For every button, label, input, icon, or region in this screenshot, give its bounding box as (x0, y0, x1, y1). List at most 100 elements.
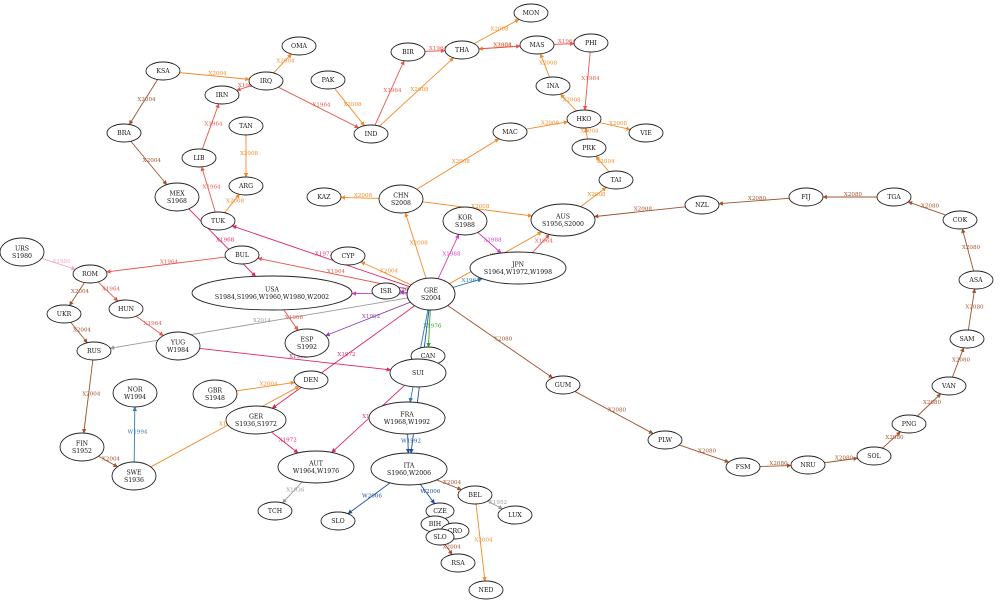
node-ellipse (306, 187, 342, 207)
node-ina: INA (535, 76, 571, 96)
edge-label: X1964 (102, 287, 121, 293)
edge-label: X1964 (160, 260, 179, 266)
edge-label: X2008 (410, 87, 429, 93)
node-ellipse (958, 270, 994, 290)
node-hosting: S2008 (391, 200, 411, 207)
edge-label: X2008 (354, 193, 373, 199)
edge-line (331, 384, 405, 453)
node-hosting: W1968,W1992 (384, 419, 430, 426)
node-prk: PRK (571, 138, 607, 158)
edge-label: W2006 (420, 489, 440, 495)
edge-line (224, 193, 240, 213)
edge-gre-gum: X2080 (447, 305, 554, 379)
node-code: TUK (211, 218, 225, 225)
node-asa: ASA (958, 270, 994, 290)
edge-pak-ind: X2008 (334, 88, 365, 127)
node-code: ESP (301, 336, 314, 343)
edge-slov-rsa: X2004 (443, 544, 461, 555)
edge-line (916, 393, 942, 417)
node-code: TAN (239, 123, 253, 130)
node-code: HUN (118, 306, 135, 313)
node-code: NZL (695, 202, 709, 209)
node-ellipse (942, 210, 978, 230)
edge-label: X2080 (885, 435, 904, 441)
node-ellipse (457, 485, 493, 505)
node-ellipse (257, 501, 293, 521)
edge-line (475, 503, 487, 582)
node-ellipse (535, 76, 571, 96)
edge-label: X2080 (698, 449, 717, 455)
edge-line (179, 72, 250, 82)
edge-line (201, 103, 220, 150)
edge-aut-tch: X1936 (282, 481, 305, 504)
node-code: YUG (170, 339, 185, 346)
node-nru: NRU (790, 455, 826, 475)
node-ellipse (330, 246, 366, 266)
node-hosting: S1936 (124, 477, 144, 484)
edge-label: X2008 (410, 241, 429, 247)
node-ellipse (684, 195, 720, 215)
edge-label: W1994 (128, 430, 148, 436)
node-ellipse (371, 282, 401, 300)
edge-tuk-lib: X1964 (200, 166, 221, 213)
edge-mac-hko: X2008 (526, 120, 569, 130)
edge-label: X2004 (580, 129, 599, 135)
node-code: OMA (291, 43, 307, 50)
edge-bul-rom: X1964 (106, 256, 226, 274)
node-ellipse (647, 430, 683, 450)
edge-tha-mon: X2008 (473, 19, 520, 44)
edge-line (961, 228, 975, 272)
node-ellipse (310, 70, 346, 90)
edge-label: X1964 (493, 43, 512, 49)
node-ellipse (444, 40, 480, 60)
node-code: GRE (424, 287, 439, 294)
edge-tha-mas: X1964 (478, 43, 521, 50)
node-code: KSA (156, 68, 170, 75)
edge-gre-kor: X1988 (437, 234, 461, 279)
edge-label: X2008 (609, 121, 628, 127)
node-code: BIH (429, 521, 442, 528)
edge-line (487, 500, 504, 510)
edge-chn-kaz: X2008 (340, 193, 380, 200)
node-code: IND (365, 131, 378, 138)
node-ellipse (390, 42, 426, 62)
node-code: CAN (421, 353, 436, 360)
edge-label: X2004 (71, 289, 90, 295)
node-lib: LIB (181, 148, 217, 168)
edge-label: X2080 (921, 204, 940, 210)
edge-ksa-irq: X2004 (179, 71, 250, 82)
edge-label: X1968 (285, 315, 304, 321)
edge-line (452, 277, 483, 288)
edge-line (360, 261, 412, 286)
edge-rom-hun: X1964 (97, 281, 121, 302)
edge-line (283, 309, 299, 331)
node-code: PNG (902, 421, 917, 428)
edge-mas-phi: X1964 (553, 39, 577, 47)
node-ellipse (876, 187, 912, 207)
edge-fij-nzl: X2080 (718, 196, 790, 206)
node-hosting: S1984,S1996,W1960,W1980,W2002 (215, 294, 329, 301)
node-code: SAM (959, 336, 975, 343)
node-code: MON (523, 10, 540, 17)
node-bel: BEL (457, 485, 493, 505)
node-arg: ARG (228, 176, 264, 196)
edge-line (574, 391, 654, 434)
node-ellipse (228, 116, 264, 136)
edge-line (759, 463, 792, 468)
node-code: PAK (322, 77, 335, 84)
node-code: SWE (126, 469, 142, 476)
node-ellipse (425, 528, 455, 546)
edge-line (424, 48, 446, 54)
edge-label: X1964 (461, 278, 480, 284)
edge-label: X2080 (494, 337, 513, 343)
edge-line (271, 305, 415, 409)
edge-label: X2080 (923, 400, 942, 406)
edge-label: X2004 (208, 71, 227, 77)
edge-ita-slo: W2006 (347, 482, 391, 515)
edge-label: X1976 (423, 323, 442, 329)
edge-yug-sui: X1968 (199, 347, 392, 372)
node-mon: MON (513, 3, 549, 23)
